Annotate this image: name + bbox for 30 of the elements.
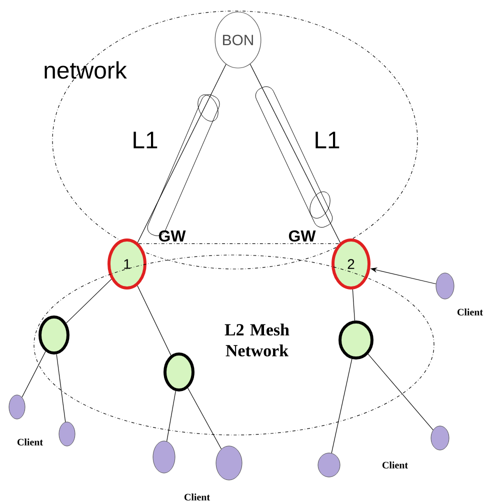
connector-line [66,278,112,324]
client-circle [8,394,26,420]
client-circle [58,422,76,446]
mesh-node-circle [38,316,70,354]
connector-line [250,64,341,244]
connector-line [138,243,340,244]
client-label: Client [382,462,408,468]
link-label: L1 [316,132,340,148]
link-label: L1 [134,132,158,148]
mesh-node-circle [164,352,194,392]
mesh-node-circle [338,320,374,360]
client-circle [152,440,176,474]
connector-line [166,390,176,442]
gateway-label: GW [288,230,316,242]
client-circle [216,446,242,480]
client-label: Client [17,438,43,446]
client-label: Client [184,494,210,500]
connector-line [22,351,46,398]
connector-line [368,354,434,430]
connector-line [137,285,172,356]
connector-line [56,354,66,422]
connector-line [137,64,226,243]
client-label: Client [457,308,483,316]
connector-line [331,358,352,454]
client-circle [318,452,340,478]
client-circle [430,426,450,450]
connector-line [188,388,222,450]
connector-line [352,289,356,321]
client-circle [436,272,454,300]
gateway-label: GW [158,230,186,242]
